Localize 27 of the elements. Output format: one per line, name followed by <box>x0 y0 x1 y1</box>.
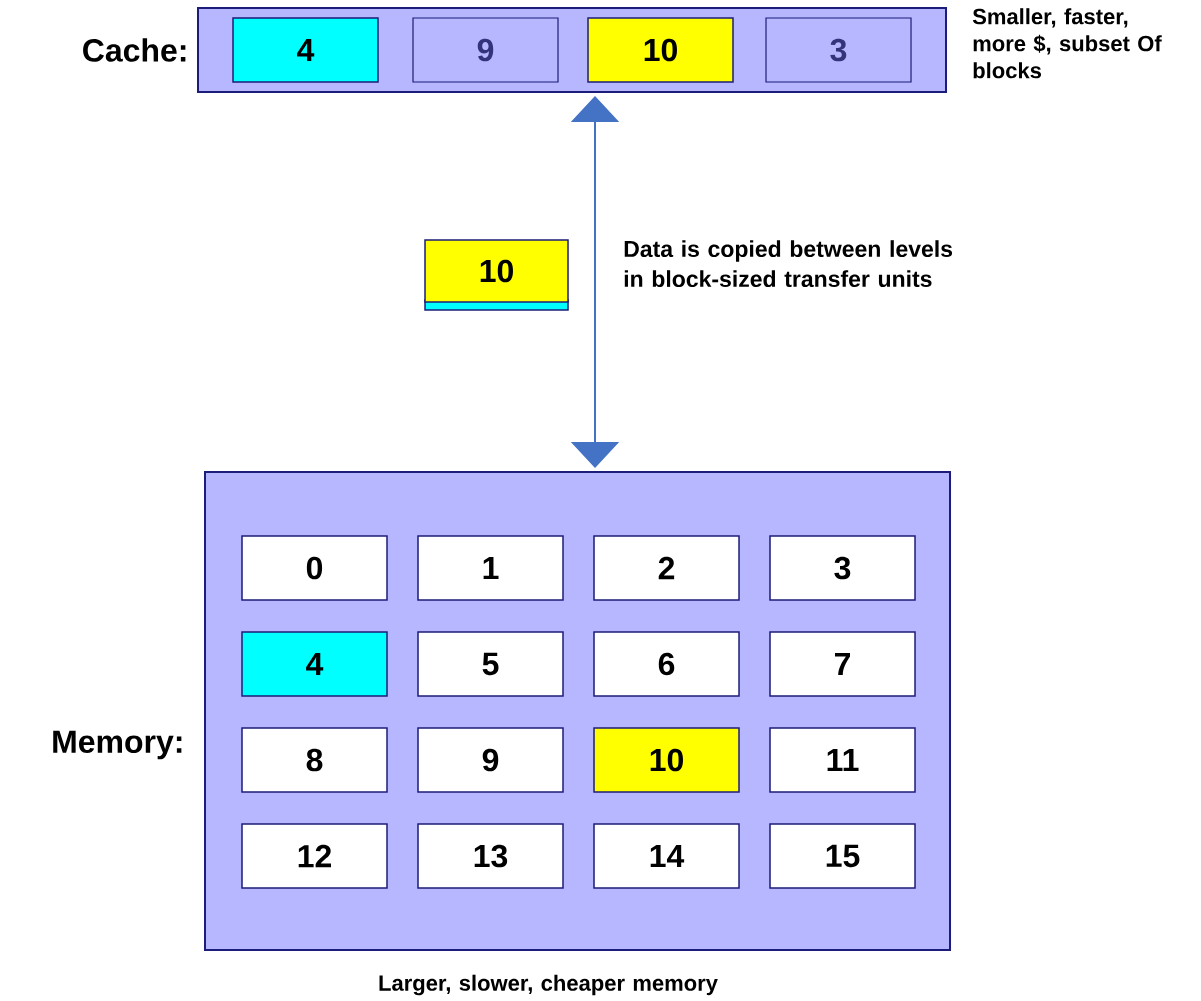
side-note: Larger, slower, cheaper memory <box>379 974 718 996</box>
block-box: 11 <box>769 727 916 793</box>
block-box: 14 <box>593 823 740 889</box>
edge-label: Data is copied between levels in block-sized transfer units <box>624 240 953 288</box>
block-box: 1 <box>417 535 564 601</box>
side-note: Smaller, faster, more $, subset Of blocks <box>972 8 1162 79</box>
block-box: 4 <box>241 631 388 697</box>
block-box: 9 <box>417 727 564 793</box>
block-box: 2 <box>593 535 740 601</box>
block-box: 9 <box>412 17 559 83</box>
block-box: 0 <box>241 535 388 601</box>
block-box: 8 <box>241 727 388 793</box>
block-box: 3 <box>769 535 916 601</box>
block-box: 15 <box>769 823 916 889</box>
level-heading: Cache: <box>83 38 186 62</box>
block-box: 13 <box>417 823 564 889</box>
block-box: 10 <box>593 727 740 793</box>
block-box: 10 <box>587 17 734 83</box>
block-box: 3 <box>765 17 912 83</box>
block-box: 7 <box>769 631 916 697</box>
block-box: 12 <box>241 823 388 889</box>
level-heading: Memory: <box>53 730 182 760</box>
block-box: 6 <box>593 631 740 697</box>
block-box: 5 <box>417 631 564 697</box>
moving-block: 10 <box>424 239 569 311</box>
double-arrow <box>570 96 620 468</box>
block-box: 4 <box>232 17 379 83</box>
